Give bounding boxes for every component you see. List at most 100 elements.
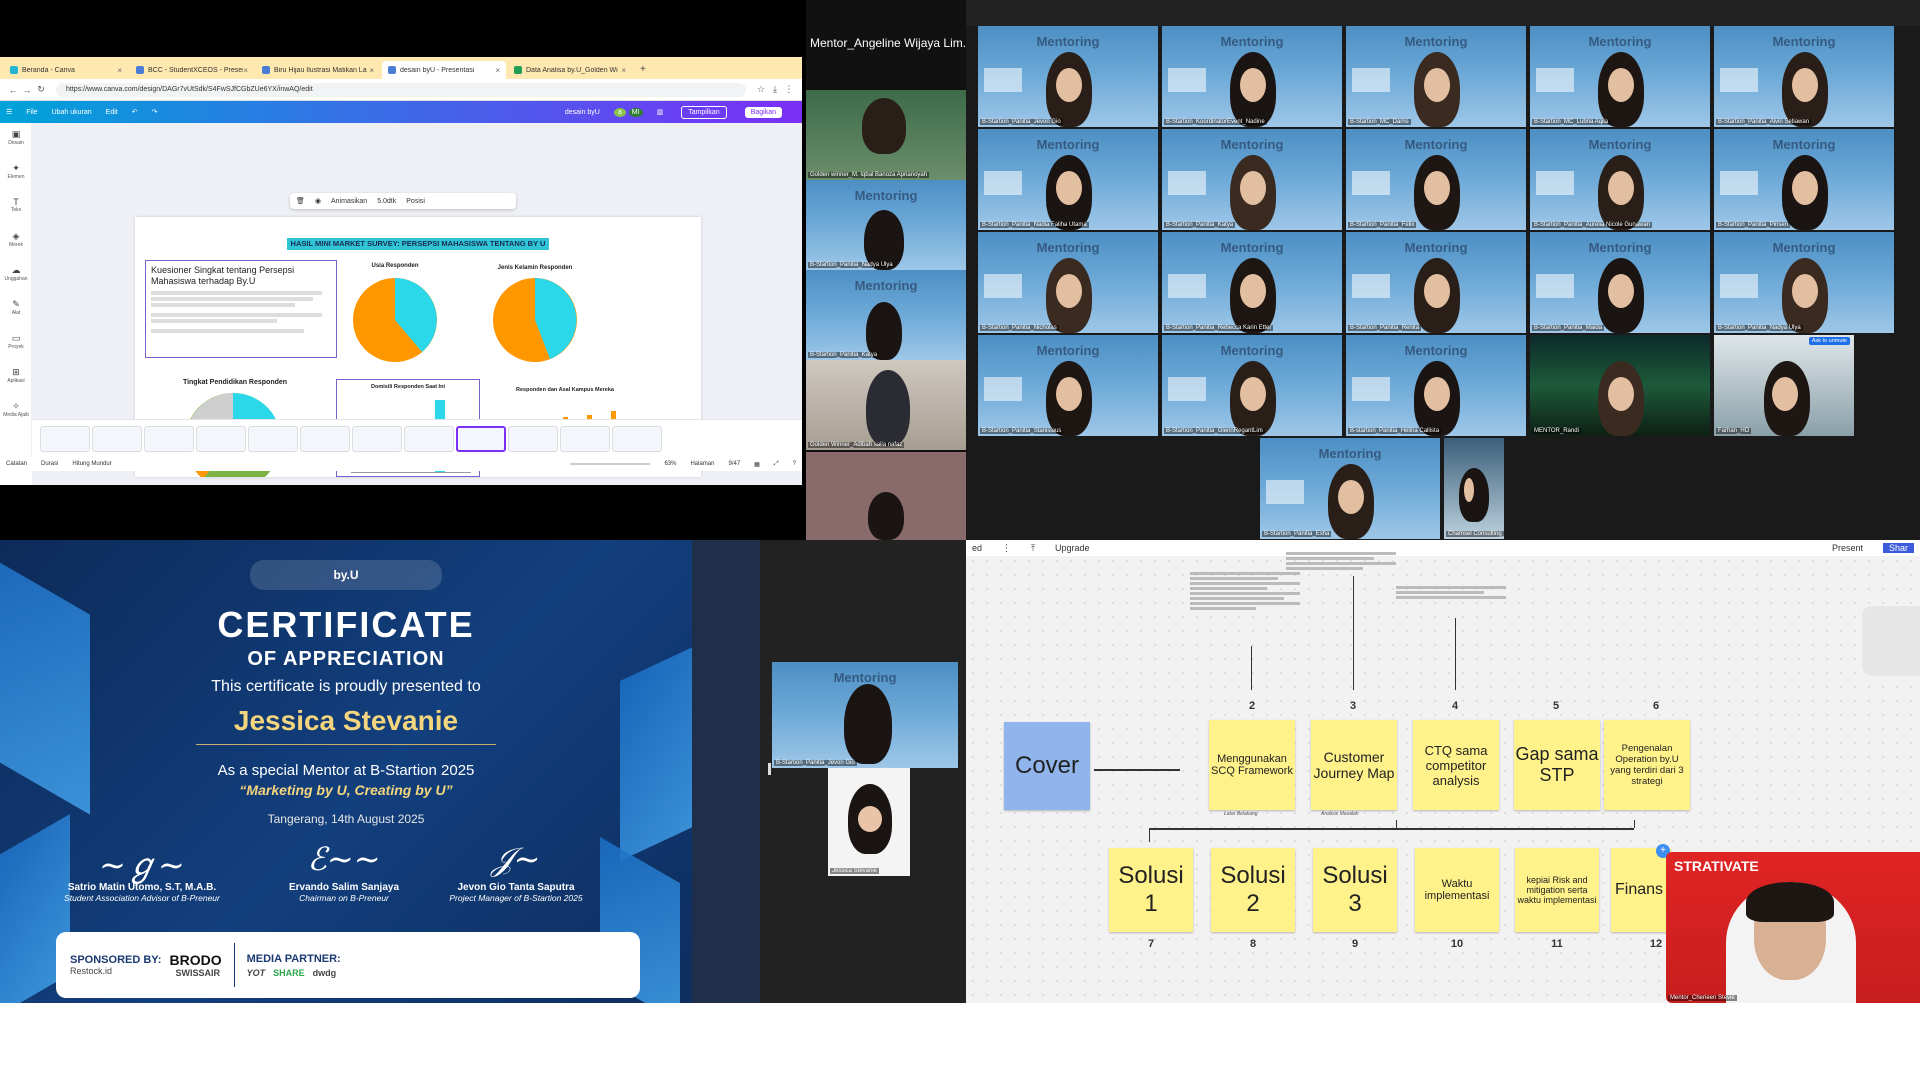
help-icon[interactable]: ? [792, 461, 796, 467]
undo-icon[interactable]: ↶ [131, 109, 138, 116]
participant-tile[interactable]: Golden winner_M. Iqbal Banoza Aprianoyah [806, 90, 966, 180]
present-button[interactable]: Present [1831, 543, 1863, 553]
sticky-operation[interactable]: Pengenalan Operation by.U yang terdiri d… [1604, 720, 1690, 810]
forward-icon[interactable]: → [22, 84, 32, 95]
sticky-scq[interactable]: Menggunakan SCQ Framework [1209, 720, 1295, 810]
sticky-solusi-2[interactable]: Solusi 2 [1211, 848, 1295, 932]
grid-icon[interactable]: ▦ [754, 461, 760, 468]
sticky-solusi-1[interactable]: Solusi 1 [1109, 848, 1193, 932]
back-icon[interactable]: ← [8, 84, 18, 95]
sticky-waktu[interactable]: Waktu implementasi [1415, 848, 1499, 932]
sticky-ctq[interactable]: CTQ sama competitor analysis [1413, 720, 1499, 810]
rail-item[interactable]: ✦Elemen [0, 157, 32, 191]
close-icon[interactable]: × [243, 65, 248, 75]
close-icon[interactable]: × [369, 65, 374, 75]
pages-button[interactable]: Halaman [690, 461, 715, 467]
slide-thumbnail[interactable] [352, 426, 402, 452]
rail-item[interactable]: ✧Media Ajaib [0, 395, 32, 429]
reload-icon[interactable]: ↻ [37, 84, 45, 94]
duration-button[interactable]: 5.0dtk [377, 197, 397, 205]
presenter-video[interactable]: STRATIVATE Mentor_Cherieen Stevie [1666, 852, 1920, 1003]
resize-handle[interactable] [768, 763, 771, 775]
slide-thumbnail[interactable] [300, 426, 350, 452]
participant-tile[interactable] [806, 452, 966, 540]
participant-tile[interactable]: Mentoring B-Startion_Panitia_Jevon Gio [772, 662, 958, 768]
fullscreen-icon[interactable]: ⤢ [773, 460, 779, 467]
export-icon[interactable]: ⤒ [1031, 542, 1035, 553]
close-icon[interactable]: × [495, 65, 500, 75]
slide-thumbnail[interactable] [612, 426, 662, 452]
new-tab-button[interactable]: + [640, 64, 646, 75]
upgrade-button[interactable]: Upgrade [1055, 543, 1090, 553]
sticky-finans[interactable]: Finans [1611, 848, 1671, 932]
hamburger-icon[interactable]: ☰ [6, 109, 13, 116]
slide-thumbnail[interactable] [40, 426, 90, 452]
slide-thumbnail[interactable] [92, 426, 142, 452]
redo-icon[interactable]: ↷ [151, 109, 158, 116]
zoom-slider[interactable] [570, 463, 651, 465]
share-button[interactable]: Shar [1882, 543, 1914, 553]
duration-status-button[interactable]: Durasi [41, 461, 59, 467]
star-icon[interactable]: ☆ [756, 84, 766, 94]
slide-thumbnail[interactable] [560, 426, 610, 452]
gallery-tile[interactable]: MENTOR_Randi [1530, 335, 1710, 436]
notes-button[interactable]: Catatan [6, 461, 28, 467]
trash-icon[interactable]: 🗑 [296, 198, 305, 205]
browser-tab[interactable]: desain byU - Presentasi× [382, 61, 506, 79]
slide-thumbnail[interactable] [404, 426, 454, 452]
gallery-tile[interactable]: Chamsel Consulting_Alaia [1444, 438, 1504, 539]
sticky-gap-stp[interactable]: Gap sama STP [1514, 720, 1600, 810]
chart-icon[interactable]: ▥ [656, 109, 664, 116]
download-icon[interactable]: ⤓ [773, 84, 777, 94]
rail-item[interactable]: ◈Merek [0, 225, 32, 259]
more-icon[interactable]: ⋮ [1002, 542, 1012, 553]
position-button[interactable]: Posisi [406, 197, 425, 205]
animate-button[interactable]: Animasikan [331, 197, 368, 205]
edit-menu[interactable]: Edit [105, 108, 118, 116]
rail-item[interactable]: ▣Desain [0, 123, 32, 157]
design-title[interactable]: desain byU [564, 108, 600, 116]
ask-to-unmute-button[interactable]: Ask to unmute [1808, 337, 1850, 345]
sticky-journey-map[interactable]: Customer Journey Map [1311, 720, 1397, 810]
zoom-level[interactable]: 63% [664, 461, 677, 467]
side-panel-handle[interactable] [1862, 606, 1920, 676]
participant-tile[interactable]: Golden Winner_Adibah saila nafaz [806, 360, 966, 450]
close-icon[interactable]: × [117, 65, 122, 75]
browser-tab[interactable]: Beranda - Canva× [4, 61, 128, 79]
browser-tab[interactable]: BCC - StudentXCEOS - Presente× [130, 61, 254, 79]
resize-menu[interactable]: Ubah ukuran [51, 108, 92, 116]
browser-tab[interactable]: Data Analisa by.U_Golden Wi× [508, 61, 632, 79]
rail-item[interactable]: ▭Proyek [0, 327, 32, 361]
participant-tile[interactable]: Mentoring B-Startion_Panitia_Katya [806, 270, 966, 360]
slide-canvas[interactable]: HASIL MINI MARKET SURVEY: PERSEPSI MAHAS… [135, 217, 701, 477]
menu-icon[interactable]: ⋮ [784, 84, 794, 94]
sticky-risk[interactable]: kepiai Risk and mitigation serta waktu i… [1515, 848, 1599, 932]
rail-item[interactable]: ✎Alat [0, 293, 32, 327]
close-icon[interactable]: × [621, 65, 626, 75]
color-icon[interactable]: ◉ [314, 198, 321, 205]
slide-thumbnail[interactable] [508, 426, 558, 452]
participant-tile[interactable]: Mentoring B-Startion_Panitia_Nadya Ulya [806, 180, 966, 270]
slide-thumbnail[interactable] [456, 426, 506, 452]
rail-item[interactable]: ⊞Aplikasi [0, 361, 32, 395]
slide-thumbnail[interactable] [196, 426, 246, 452]
browser-tab[interactable]: Biru Hijau Ilustrasi Matikan La× [256, 61, 380, 79]
file-menu[interactable]: File [26, 108, 38, 116]
